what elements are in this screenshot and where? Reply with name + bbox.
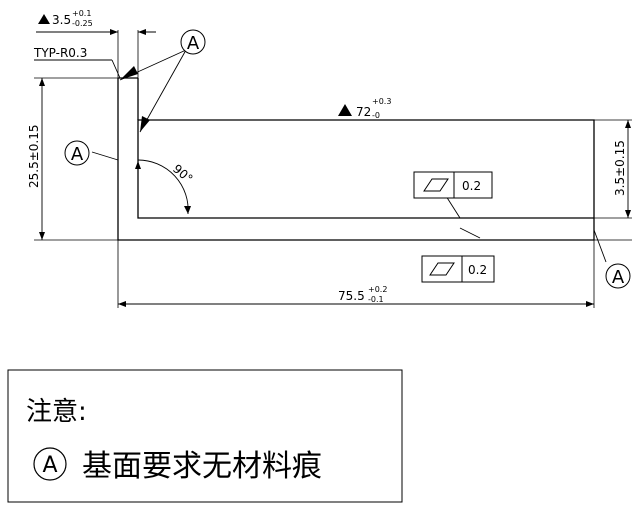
dim-height-right: 3.5±0.15 [613,140,627,196]
svg-text:+0.3: +0.3 [372,97,391,106]
dim-height-left: 25.5±0.15 [27,125,41,189]
flatness-icon [429,262,455,276]
svg-text:0.2: 0.2 [468,263,487,277]
note-marker: A [42,453,57,478]
flatness-icon [423,178,449,192]
dim-thickness-top: 3.5 +0.1 -0.25 [38,9,93,28]
svg-text:72: 72 [356,105,371,119]
svg-text:A: A [187,33,200,54]
svg-text:0.2: 0.2 [462,179,481,193]
datum-leaders [91,49,607,263]
svg-text:-0: -0 [372,111,380,120]
dim-length-bottom: 75.5 +0.2 -0.1 [338,285,387,304]
svg-text:+0.2: +0.2 [368,285,387,294]
radius-note: TYP-R0.3 [33,46,87,60]
svg-text:+0.1: +0.1 [72,9,91,18]
datum-a-marker-right: A [605,263,631,289]
datum-leader-arrows [120,66,150,132]
datum-a-marker-left: A [64,140,90,166]
datum-a-note-icon [33,447,67,481]
svg-text:75.5: 75.5 [338,289,365,303]
critical-triangle-icon [338,104,352,116]
arrowheads [39,29,631,307]
dim-length-top: 72 +0.3 -0 [338,97,391,120]
svg-text:A: A [71,144,84,165]
svg-text:3.5: 3.5 [52,13,71,27]
svg-text:-0.25: -0.25 [72,19,93,28]
critical-triangle-icon [38,14,50,24]
dimension-lines [34,31,629,305]
svg-text:-0.1: -0.1 [368,295,384,304]
svg-text:A: A [612,267,625,288]
flatness-frame-upper: 0.2 [413,171,493,199]
part-outline [117,77,595,241]
note-text: 基面要求无材料痕 [82,449,322,484]
note-title: 注意: [26,397,87,427]
extension-lines [34,30,632,308]
flatness-frame-lower: 0.2 [421,255,495,283]
datum-a-marker-top: A [180,29,206,55]
dim-angle: 90° [170,162,195,186]
note-box: 注意: A 基面要求无材料痕 [7,369,403,503]
